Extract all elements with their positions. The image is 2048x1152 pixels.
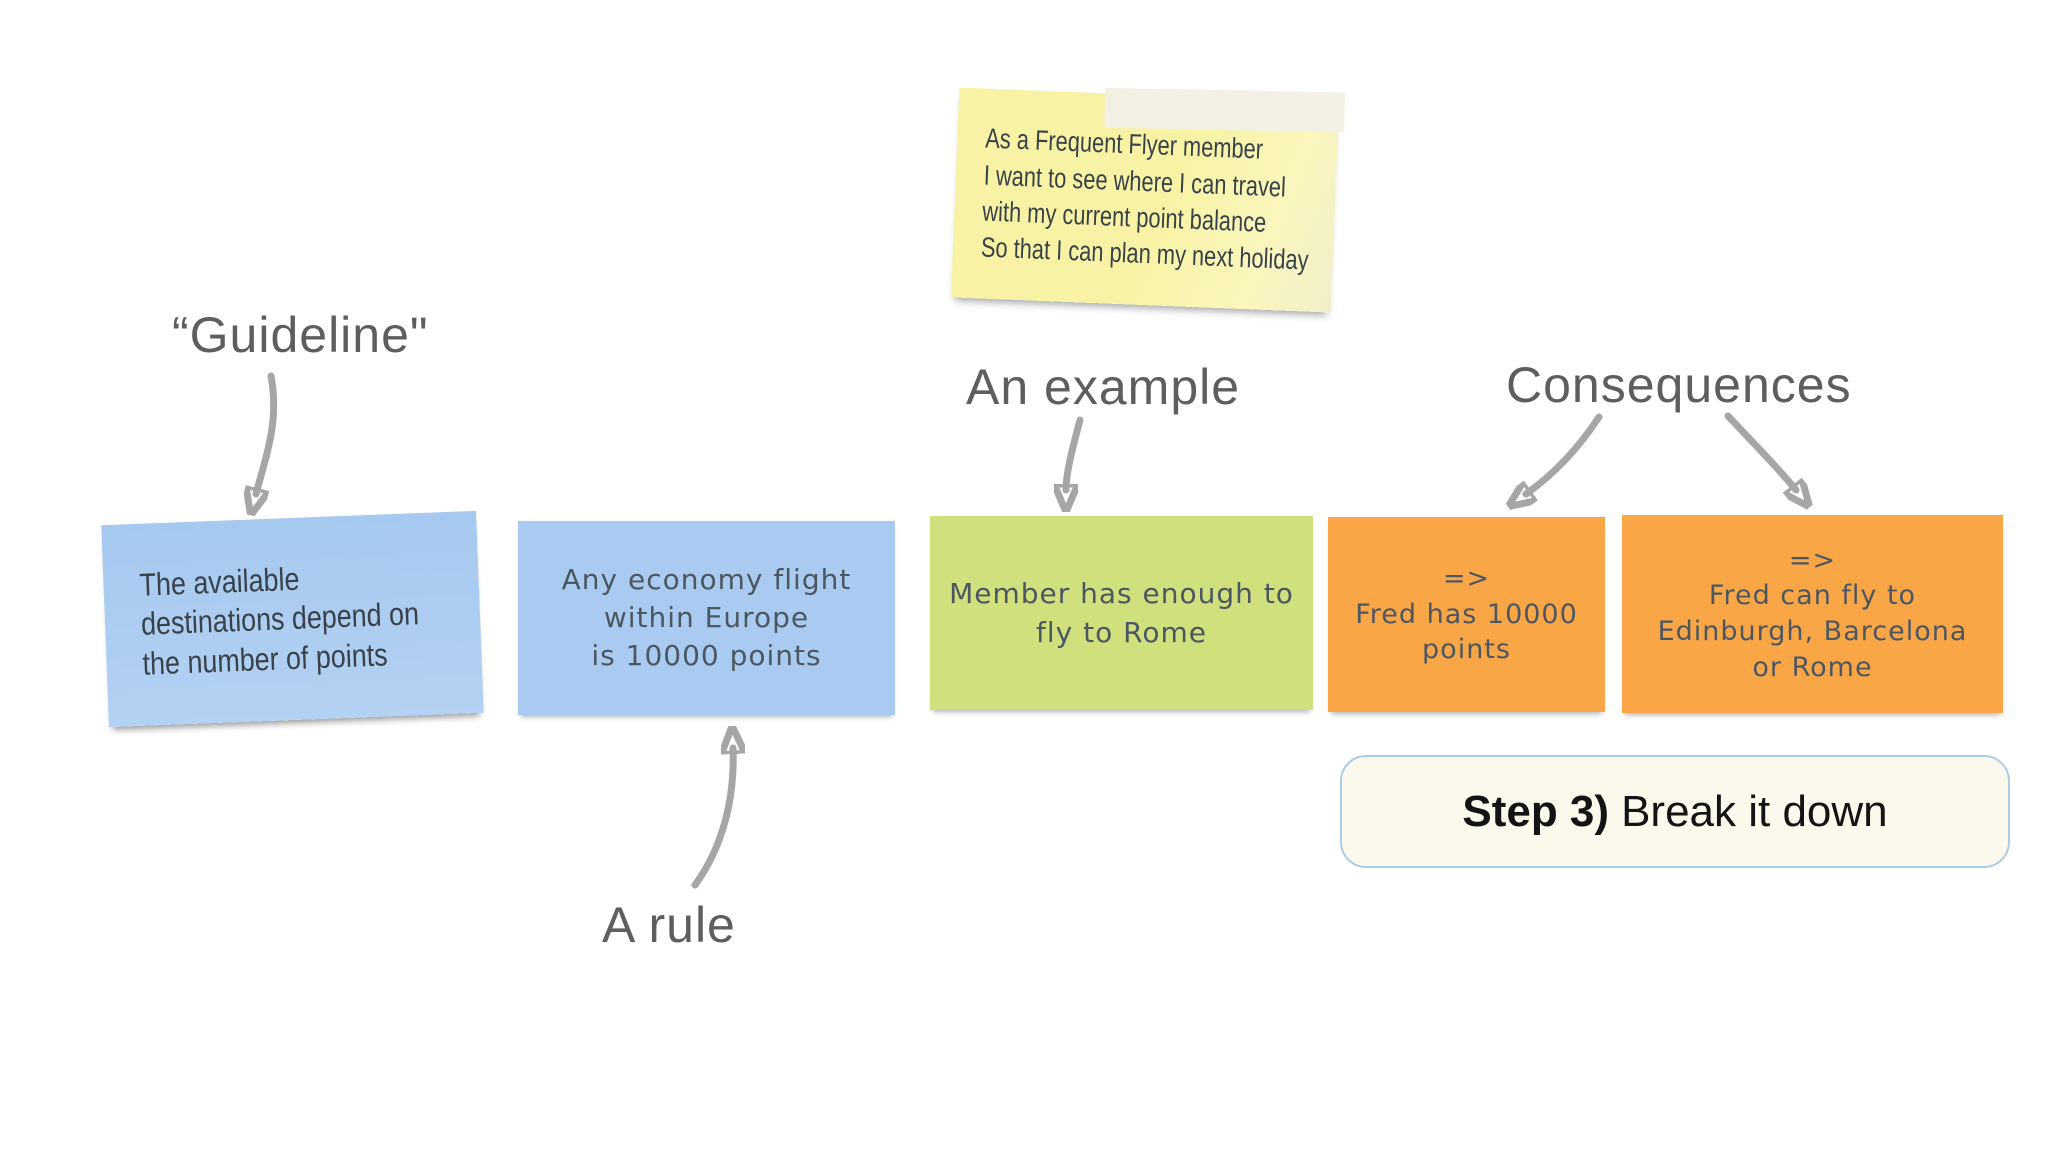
note-line: => <box>1442 563 1491 595</box>
guideline-label: “Guideline" <box>172 307 429 363</box>
example-note: Member has enough to fly to Rome <box>930 516 1313 710</box>
consequences-left-arrow <box>1526 413 1603 494</box>
step-title: Break it down <box>1621 786 1888 836</box>
guideline-note: The available destinations depend on the… <box>101 510 484 728</box>
rule-arrow <box>691 748 733 889</box>
rule-note: Any economy flight within Europe is 1000… <box>518 521 895 715</box>
note-line: Edinburgh, Barcelona <box>1657 616 1968 647</box>
rule-label: A rule <box>602 897 736 953</box>
consequences-right-arrow <box>1724 412 1796 490</box>
note-line: fly to Rome <box>1036 616 1207 649</box>
note-line: Fred has 10000 <box>1355 598 1578 630</box>
user-story-note: As a Frequent Flyer member I want to see… <box>950 87 1340 313</box>
note-line: points <box>1422 634 1511 666</box>
note-line: Any economy flight <box>561 563 852 597</box>
note-line: Fred can fly to <box>1708 580 1917 612</box>
consequences-label: Consequences <box>1506 357 1852 413</box>
note-line: => <box>1788 544 1837 576</box>
note-line: or Rome <box>1752 651 1873 683</box>
note-line: within Europe <box>603 601 810 635</box>
consequence-points-note: => Fred has 10000 points <box>1328 517 1605 712</box>
example-arrow <box>1066 416 1084 490</box>
example-label: An example <box>966 359 1241 415</box>
note-line: is 10000 points <box>591 638 822 672</box>
guideline-arrow <box>256 372 278 494</box>
step-banner: Step 3) Break it down <box>1340 755 2010 868</box>
step-number: Step 3) <box>1462 786 1610 836</box>
consequence-destinations-note: => Fred can fly to Edinburgh, Barcelona … <box>1622 515 2003 713</box>
note-line: Member has enough to <box>949 576 1294 610</box>
